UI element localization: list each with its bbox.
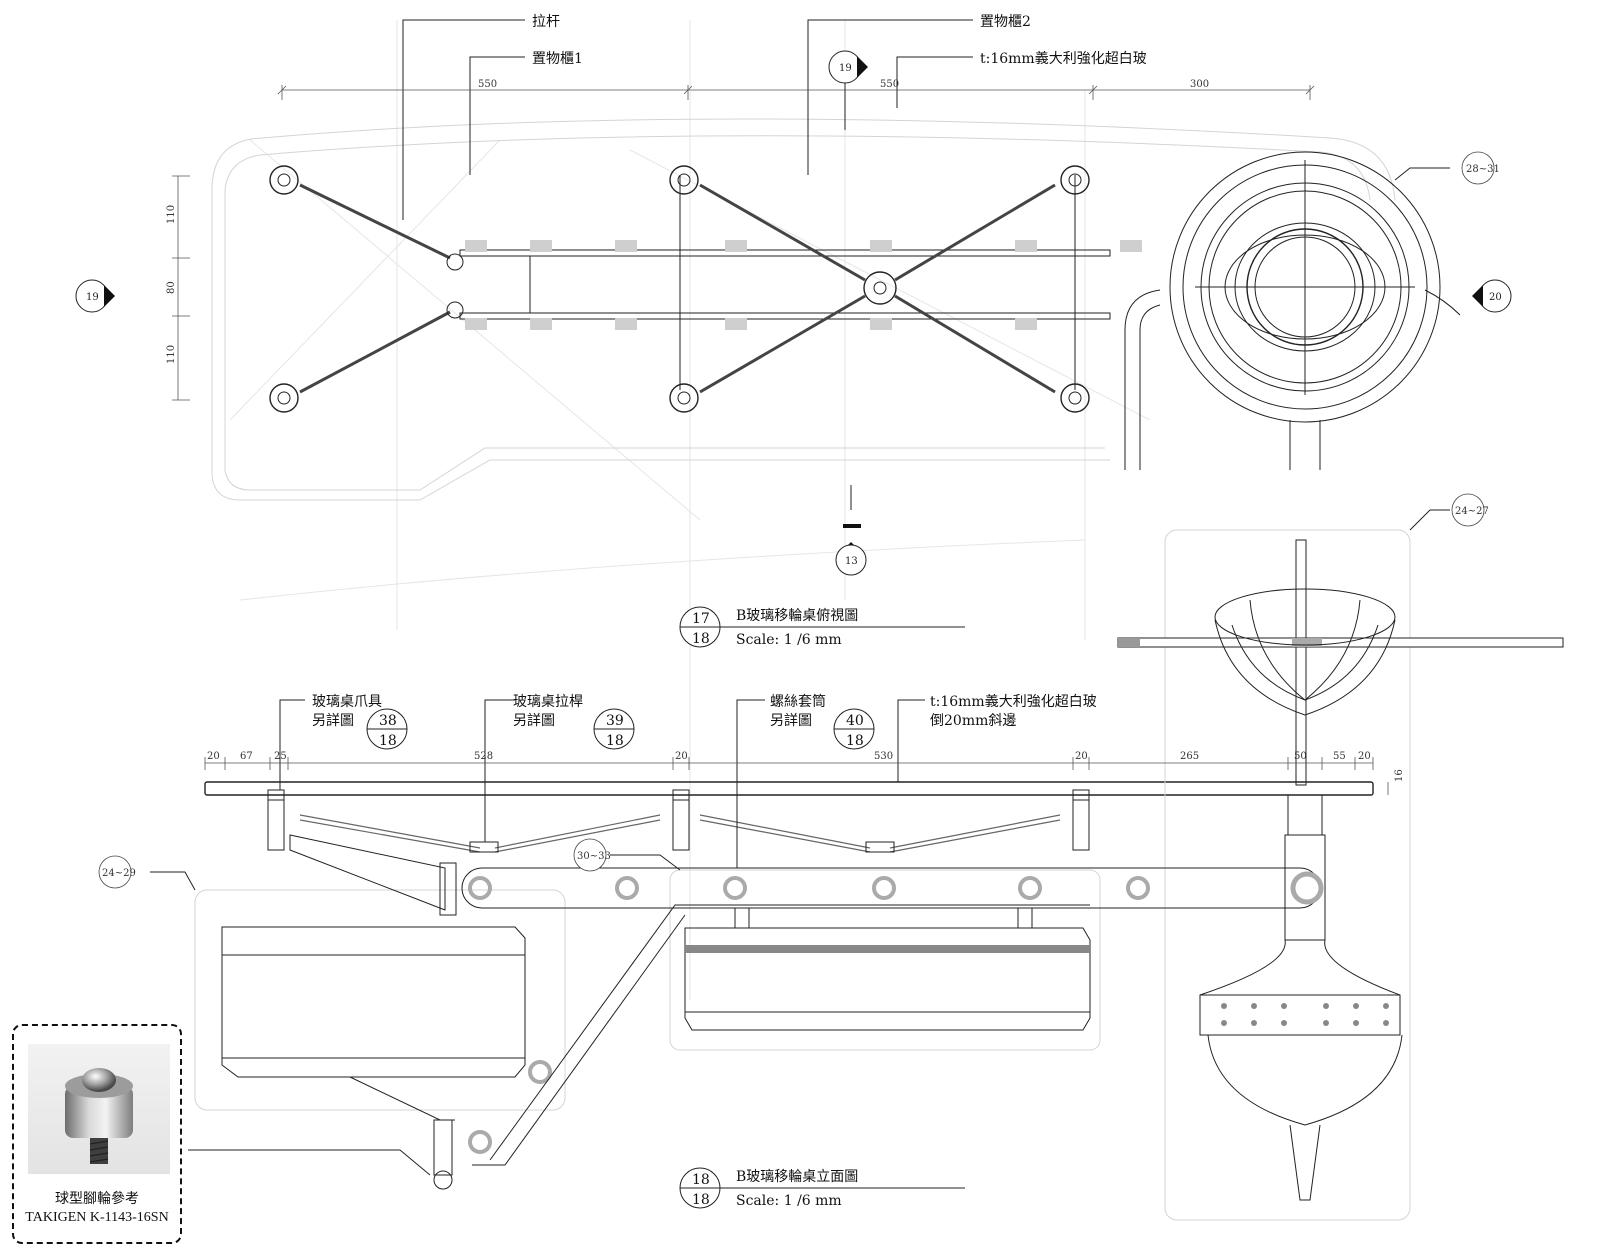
dim-left-a: 110 bbox=[166, 205, 177, 224]
elev-dim-1: 20 bbox=[207, 751, 220, 762]
detail-ref-38-sheet: 18 bbox=[379, 733, 397, 749]
elevation-dimensions bbox=[204, 757, 1389, 795]
detail-ref-38: 38 18 bbox=[366, 708, 408, 750]
section-right-label: 20 bbox=[1489, 292, 1502, 303]
callout-rod-1: 玻璃桌拉桿 bbox=[513, 693, 583, 710]
callout-claw-2: 另詳圖 bbox=[312, 713, 354, 729]
callout-sleeve-1: 螺絲套筒 bbox=[770, 693, 826, 710]
ball-caster-image bbox=[28, 1044, 170, 1174]
section-bottom-label: 13 bbox=[845, 556, 858, 567]
label-rod: 拉杆 bbox=[532, 14, 560, 30]
elev-ref-num: 18 bbox=[692, 1172, 710, 1188]
plan-leaders bbox=[402, 19, 1450, 220]
callout-bracket-label: 30~33 bbox=[577, 851, 611, 862]
caster-caption: 球型腳輪參考 bbox=[55, 1191, 139, 1207]
callout-rod-2: 另詳圖 bbox=[513, 713, 555, 729]
elev-dim-2: 67 bbox=[240, 751, 253, 762]
right-unit-bolts bbox=[1221, 1003, 1389, 1026]
callout-bracket: 30~33 bbox=[573, 838, 611, 872]
plan-title: B玻璃移輪桌俯視圖 bbox=[736, 607, 858, 624]
ring-callout-label: 28~31 bbox=[1466, 164, 1500, 175]
label-cabinet-2: 置物櫃2 bbox=[980, 14, 1031, 30]
beam-holes bbox=[468, 871, 1324, 1154]
callout-claw-1: 玻璃桌爪具 bbox=[312, 693, 382, 710]
elev-dim-8: 265 bbox=[1180, 751, 1199, 762]
elev-dim-5: 20 bbox=[675, 751, 688, 762]
dim-left-b: 80 bbox=[166, 281, 177, 294]
spacer-blocks bbox=[465, 240, 1142, 330]
claw-fittings bbox=[269, 165, 1090, 413]
plan-left-dimensions bbox=[172, 175, 190, 401]
callout-right-view-label: 24~27 bbox=[1455, 506, 1489, 517]
section-marker-bottom: 13 bbox=[835, 485, 867, 576]
plan-ref-sheet: 18 bbox=[692, 631, 710, 647]
callout-glass-1: t:16mm義大利強化超白玻 bbox=[930, 693, 1097, 710]
detail-ref-40: 40 18 bbox=[833, 708, 875, 750]
plan-title-block: 17 18 B玻璃移輪桌俯視圖 Scale: 1 /6 mm bbox=[679, 606, 965, 648]
ball-caster-icon bbox=[65, 1068, 133, 1164]
elev-dim-7: 20 bbox=[1075, 751, 1088, 762]
elevation-leaders bbox=[150, 509, 1450, 891]
detail-ref-40-sheet: 18 bbox=[846, 733, 864, 749]
callout-glass-2: 倒20mm斜邊 bbox=[930, 713, 1016, 729]
detail-ref-39: 39 18 bbox=[593, 708, 635, 750]
detail-ref-38-num: 38 bbox=[379, 713, 397, 729]
caster-reference-box: 球型腳輪參考 TAKIGEN K-1143-16SN bbox=[12, 1024, 182, 1244]
section-left-label: 19 bbox=[86, 292, 99, 303]
elevation-scale: Scale: 1 /6 mm bbox=[736, 1193, 842, 1209]
label-glass-plan: t:16mm義大利強化超白玻 bbox=[980, 50, 1147, 67]
section-marker-left: 19 bbox=[75, 279, 115, 313]
dim-top-a: 550 bbox=[478, 79, 497, 90]
label-cabinet-1: 置物櫃1 bbox=[532, 51, 583, 67]
plan-top-dimensions bbox=[277, 85, 1315, 100]
dim-top-c: 300 bbox=[1190, 79, 1209, 90]
dim-top-b: 550 bbox=[880, 79, 899, 90]
plan-view bbox=[172, 19, 1461, 501]
detail-ref-39-sheet: 18 bbox=[606, 733, 624, 749]
round-table-plan bbox=[1124, 151, 1461, 470]
elev-ref-sheet: 18 bbox=[692, 1192, 710, 1208]
caster-model: TAKIGEN K-1143-16SN bbox=[25, 1210, 169, 1225]
plan-scale: Scale: 1 /6 mm bbox=[736, 632, 842, 648]
elev-dim-3: 25 bbox=[274, 751, 287, 762]
elev-dim-10: 55 bbox=[1333, 751, 1346, 762]
callout-left-cart-label: 24~29 bbox=[102, 868, 136, 879]
elevation-title-block: 18 18 B玻璃移輪桌立面圖 Scale: 1 /6 mm bbox=[679, 1167, 965, 1209]
elevation-title: B玻璃移輪桌立面圖 bbox=[736, 1168, 858, 1185]
elev-dim-9: 50 bbox=[1294, 751, 1307, 762]
elev-dim-6: 530 bbox=[874, 751, 893, 762]
plan-ref-num: 17 bbox=[692, 611, 710, 627]
section-marker-right: 20 bbox=[1472, 279, 1512, 313]
elevation-rods bbox=[299, 814, 1061, 853]
elevation-view bbox=[150, 509, 1564, 1221]
reference-leader bbox=[188, 1149, 431, 1176]
detail-ref-39-num: 39 bbox=[606, 713, 624, 729]
section-marker-top: 19 bbox=[828, 50, 868, 130]
elev-dim-4: 528 bbox=[474, 751, 493, 762]
callout-left-cart: 24~29 bbox=[98, 855, 136, 889]
elev-dim-11: 20 bbox=[1358, 751, 1371, 762]
detail-ref-40-num: 40 bbox=[846, 713, 864, 729]
ring-callout: 28~31 bbox=[1461, 151, 1500, 185]
callout-right-view: 24~27 bbox=[1451, 493, 1489, 527]
section-top-label: 19 bbox=[839, 63, 852, 74]
tension-rods bbox=[299, 183, 1056, 394]
elev-thickness: 16 bbox=[1394, 769, 1405, 782]
callout-sleeve-2: 另詳圖 bbox=[770, 713, 812, 729]
dim-left-c: 110 bbox=[166, 345, 177, 364]
